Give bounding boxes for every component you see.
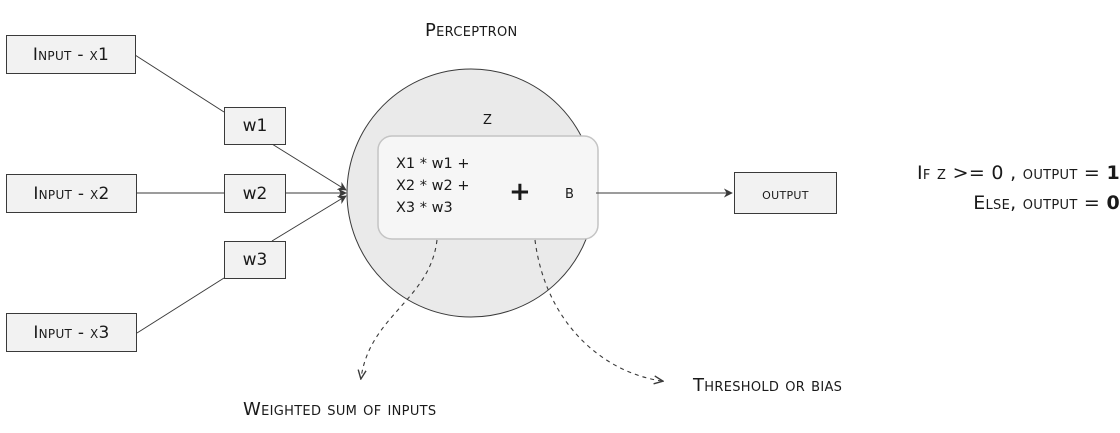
edge-w3-perceptron — [271, 195, 347, 242]
z-label: z — [483, 108, 493, 129]
weighted-sum-annotation: Weighted sum of inputs — [243, 399, 437, 420]
plus-sign: + — [509, 177, 531, 207]
rule-line-1-value: 1 — [1106, 162, 1120, 184]
rule-line-2-value: 0 — [1106, 192, 1120, 214]
weight-w1-box: w1 — [224, 107, 286, 145]
edge-w1-perceptron — [271, 143, 347, 191]
weight-w3-box: w3 — [224, 241, 286, 279]
summation-box — [377, 135, 599, 240]
output-box: output — [734, 172, 837, 214]
decision-rule-line-2: Else, output = 0 — [973, 192, 1120, 214]
weight-w2-box: w2 — [224, 174, 286, 213]
rule-line-2-text: Else, output = — [973, 192, 1107, 214]
rule-line-1-text: If z >= 0 , output = — [917, 162, 1107, 184]
bias-symbol: b — [565, 181, 575, 203]
edge-input1-w1 — [134, 54, 225, 113]
input-x2-box: Input - x2 — [6, 174, 137, 213]
edge-input3-w3 — [136, 277, 225, 334]
threshold-annotation: Threshold or bias — [693, 375, 843, 396]
formula-line-2: X2 * w2 + — [396, 178, 470, 194]
formula-line-1: X1 * w1 + — [396, 156, 470, 172]
perceptron-title: Perceptron — [425, 20, 518, 41]
input-x3-box: Input - x3 — [6, 313, 137, 352]
annotation-arrow-weighted-sum — [361, 239, 438, 378]
weighted-sum-formula: X1 * w1 + X2 * w2 + X3 * w3 — [396, 153, 469, 219]
formula-line-3: X3 * w3 — [396, 200, 453, 216]
decision-rule-line-1: If z >= 0 , output = 1 — [917, 162, 1120, 184]
input-x1-box: Input - x1 — [6, 35, 136, 74]
